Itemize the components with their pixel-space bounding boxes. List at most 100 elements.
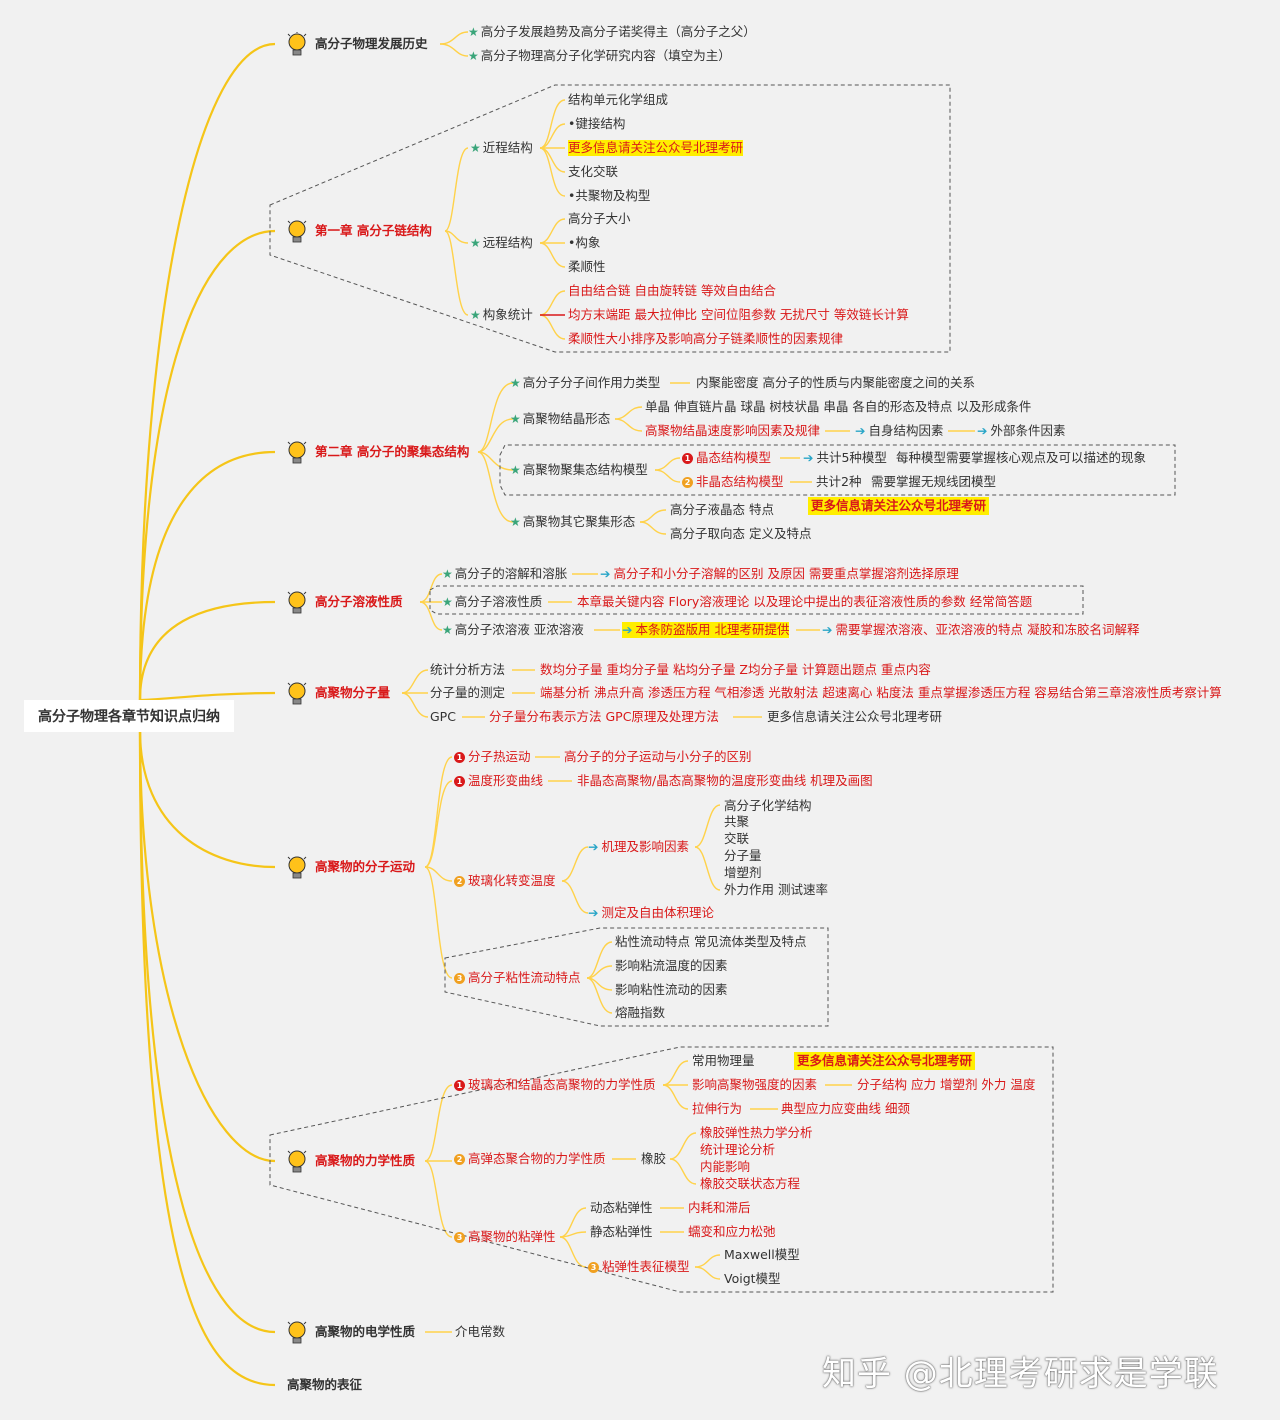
crystal-model-count[interactable]: ➔共计5种模型 bbox=[803, 450, 887, 465]
stat-method-detail[interactable]: 数均分子量 重均分子量 粘均分子量 Z均分子量 计算题出题点 重点内容 bbox=[540, 662, 931, 677]
tg-mechanism[interactable]: ➔机理及影响因素 bbox=[588, 839, 689, 854]
crystal-rate[interactable]: 高聚物结晶速度影响因素及规律 bbox=[645, 423, 821, 438]
branch-title-molweight[interactable]: 高聚物分子量 bbox=[315, 685, 391, 700]
thermal-motion-detail[interactable]: 高分子的分子运动与小分子的区别 bbox=[564, 749, 752, 764]
measurement-detail[interactable]: 端基分析 沸点升高 渗透压方程 气相渗透 光散射法 超速离心 粘度法 重点掌握渗… bbox=[540, 685, 1222, 700]
dissolution-detail[interactable]: ➔高分子和小分子溶解的区别 及原因 需要重点掌握溶剂选择原理 bbox=[600, 566, 959, 581]
node-mw-measurement[interactable]: 分子量的测定 bbox=[430, 685, 506, 700]
node-history-2[interactable]: ★高分子物理高分子化学研究内容（填空为主） bbox=[468, 48, 731, 63]
dielectric-constant[interactable]: 介电常数 bbox=[455, 1324, 506, 1339]
promo-banner[interactable]: 更多信息请关注公众号北理考研 bbox=[808, 497, 990, 515]
tensile-detail[interactable]: 典型应力应变曲线 细颈 bbox=[781, 1101, 910, 1116]
tg-factor[interactable]: 分子量 bbox=[724, 848, 762, 863]
branch-title-solution[interactable]: 高分子溶液性质 bbox=[315, 594, 403, 609]
root-node[interactable]: 高分子物理各章节知识点归纳 bbox=[24, 700, 234, 732]
static-detail[interactable]: 蠕变和应力松弛 bbox=[688, 1224, 776, 1239]
node-intermolecular-force[interactable]: ★高分子分子间作用力类型 bbox=[510, 375, 661, 390]
model-item[interactable]: Maxwell模型 bbox=[724, 1247, 800, 1262]
tg-factor[interactable]: 高分子化学结构 bbox=[724, 798, 812, 813]
crystal-external-factor[interactable]: ➔外部条件因素 bbox=[977, 423, 1066, 438]
branch-title-aggregate[interactable]: 第二章 高分子的聚集态结构 bbox=[315, 444, 470, 459]
node-far-structure[interactable]: ★远程结构 bbox=[470, 235, 533, 250]
near-item[interactable]: •键接结构 bbox=[568, 116, 626, 131]
gpc-detail[interactable]: 分子量分布表示方法 GPC原理及处理方法 bbox=[489, 709, 719, 724]
near-item[interactable]: 支化交联 bbox=[568, 164, 619, 179]
promo-text[interactable]: 更多信息请关注公众号北理考研 bbox=[568, 140, 744, 156]
tg-factor[interactable]: 共聚 bbox=[724, 814, 750, 829]
node-dissolution[interactable]: ★高分子的溶解和溶胀 bbox=[442, 566, 568, 581]
flow-item[interactable]: 影响粘流温度的因素 bbox=[615, 958, 728, 973]
amorphous-count[interactable]: 共计2种 bbox=[816, 474, 862, 489]
dynamic-viscoelasticity[interactable]: 动态粘弹性 bbox=[590, 1200, 653, 1215]
far-item[interactable]: 高分子大小 bbox=[568, 211, 631, 226]
flow-item[interactable]: 熔融指数 bbox=[615, 1005, 666, 1020]
branch-title-history[interactable]: 高分子物理发展历史 bbox=[315, 36, 428, 51]
branch-title-electrical[interactable]: 高聚物的电学性质 bbox=[315, 1324, 416, 1339]
far-item[interactable]: 柔顺性 bbox=[568, 259, 606, 274]
physical-quantities[interactable]: 常用物理量 bbox=[692, 1053, 755, 1068]
node-near-structure[interactable]: ★近程结构 bbox=[470, 140, 533, 155]
branch-title-mechanical[interactable]: 高聚物的力学性质 bbox=[315, 1153, 416, 1168]
force-detail[interactable]: 内聚能密度 高分子的性质与内聚能密度之间的关系 bbox=[696, 375, 975, 390]
orientation[interactable]: 高分子取向态 定义及特点 bbox=[670, 526, 812, 541]
near-item[interactable]: 结构单元化学组成 bbox=[568, 92, 669, 107]
flow-item[interactable]: 粘性流动特点 常见流体类型及特点 bbox=[615, 934, 807, 949]
rubber-item[interactable]: 橡胶弹性热力学分析 bbox=[700, 1125, 813, 1140]
stat-item[interactable]: 自由结合链 自由旋转链 等效自由结合 bbox=[568, 283, 776, 298]
rubber-item[interactable]: 统计理论分析 bbox=[700, 1142, 776, 1157]
model-item[interactable]: Voigt模型 bbox=[724, 1271, 781, 1286]
arrow-icon: ➔ bbox=[588, 839, 599, 854]
far-item[interactable]: •构象 bbox=[568, 235, 601, 250]
tg-factor[interactable]: 交联 bbox=[724, 831, 750, 846]
stat-item[interactable]: 柔顺性大小排序及影响高分子链柔顺性的因素规律 bbox=[568, 331, 844, 346]
strength-factors-detail[interactable]: 分子结构 应力 增塑剂 外力 温度 bbox=[857, 1077, 1036, 1092]
near-item[interactable]: •共聚物及构型 bbox=[568, 188, 651, 203]
branch-title-characterization[interactable]: 高聚物的表征 bbox=[287, 1377, 363, 1392]
crystal-self-factor[interactable]: ➔自身结构因素 bbox=[855, 423, 944, 438]
node-other-aggregate[interactable]: ★高聚物其它聚集形态 bbox=[510, 514, 636, 529]
branch-title-chain[interactable]: 第一章 高分子链结构 bbox=[315, 223, 432, 238]
rubber-item[interactable]: 橡胶交联状态方程 bbox=[700, 1176, 801, 1191]
crystal-detail[interactable]: 单晶 伸直链片晶 球晶 树枝状晶 串晶 各自的形态及特点 以及形成条件 bbox=[645, 399, 1032, 414]
promo-text[interactable]: 更多信息请关注公众号北理考研 bbox=[767, 709, 943, 724]
liquid-crystal[interactable]: 高分子液晶态 特点 bbox=[670, 502, 774, 517]
solution-detail[interactable]: 本章最关键内容 Flory溶液理论 以及理论中提出的表征溶液性质的参数 经常简答… bbox=[577, 594, 1033, 609]
tensile-behavior[interactable]: 拉伸行为 bbox=[692, 1101, 743, 1116]
dynamic-detail[interactable]: 内耗和滞后 bbox=[688, 1200, 751, 1215]
tg-measurement[interactable]: ➔测定及自由体积理论 bbox=[588, 905, 714, 920]
concentrated-detail[interactable]: ➔需要掌握浓溶液、亚浓溶液的特点 凝胶和冻胶名词解释 bbox=[822, 622, 1140, 637]
rubber-item[interactable]: 内能影响 bbox=[700, 1159, 751, 1174]
amorphous-detail[interactable]: 需要掌握无规线团模型 bbox=[871, 474, 997, 489]
node-gpc[interactable]: GPC bbox=[430, 709, 456, 724]
stat-item[interactable]: 均方末端距 最大拉伸比 空间位阻参数 无扰尺寸 等效链长计算 bbox=[568, 307, 909, 322]
temp-deformation-detail[interactable]: 非晶态高聚物/晶态高聚物的温度形变曲线 机理及画图 bbox=[577, 773, 873, 788]
tg-factor[interactable]: 增塑剂 bbox=[724, 865, 762, 880]
node-crystal-morphology[interactable]: ★高聚物结晶形态 bbox=[510, 411, 611, 426]
rubber[interactable]: 橡胶 bbox=[641, 1151, 667, 1166]
node-aggregate-model[interactable]: ★高聚物聚集态结构模型 bbox=[510, 462, 648, 477]
promo-banner[interactable]: 更多信息请关注公众号北理考研 bbox=[794, 1052, 976, 1070]
branch-title-motion[interactable]: 高聚物的分子运动 bbox=[315, 859, 416, 874]
crystal-model-detail[interactable]: 每种模型需要掌握核心观点及可以描述的现象 bbox=[896, 450, 1147, 465]
group-b7 bbox=[269, 1046, 1054, 1293]
node-stat-method[interactable]: 统计分析方法 bbox=[430, 662, 506, 677]
node-solution-property[interactable]: ★高分子溶液性质 bbox=[442, 594, 543, 609]
static-viscoelasticity[interactable]: 静态粘弹性 bbox=[590, 1224, 653, 1239]
node-conformation-stats[interactable]: ★构象统计 bbox=[470, 307, 533, 322]
flow-item[interactable]: 影响粘性流动的因素 bbox=[615, 982, 728, 997]
anti-piracy-note[interactable]: ➔本条防盗版用 北理考研提供 bbox=[622, 622, 790, 638]
node-concentrated-solution[interactable]: ★高分子浓溶液 亚浓溶液 bbox=[442, 622, 584, 637]
node-history-1[interactable]: ★高分子发展趋势及高分子诺奖得主（高分子之父） bbox=[468, 24, 756, 39]
strength-factors[interactable]: 影响高聚物强度的因素 bbox=[692, 1077, 818, 1092]
tg-factor[interactable]: 外力作用 测试速率 bbox=[724, 882, 828, 897]
